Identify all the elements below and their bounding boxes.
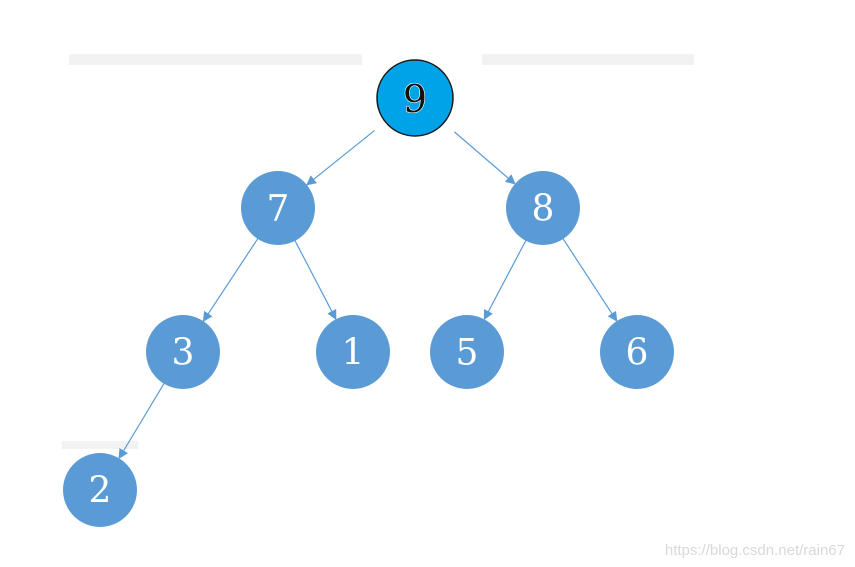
- edge-9-to-7: [306, 130, 375, 186]
- node-label: 8: [532, 189, 555, 230]
- tree-node-9: 9: [376, 59, 454, 137]
- tree-node-2: 2: [63, 453, 137, 527]
- tree-edges: [118, 130, 618, 460]
- edge-9-to-8: [454, 131, 516, 185]
- background-band-right: [482, 54, 694, 65]
- node-circle: [600, 315, 674, 389]
- node-label: 5: [456, 333, 479, 374]
- node-circle: [63, 453, 137, 527]
- node-label: 9: [403, 77, 427, 121]
- node-circle: [241, 171, 315, 245]
- node-circle: [376, 59, 454, 137]
- node-circle: [146, 315, 220, 389]
- node-circle: [316, 315, 390, 389]
- node-label: 3: [172, 333, 195, 374]
- node-label: 2: [89, 471, 112, 512]
- node-label: 6: [626, 333, 649, 374]
- background-band-left: [69, 54, 362, 65]
- node-circle: [506, 171, 580, 245]
- edge-7-to-1: [293, 238, 337, 321]
- tree-node-6: 6: [600, 315, 674, 389]
- tree-nodes: 9 7 8 3 1 5 6 2: [63, 59, 674, 527]
- tree-node-5: 5: [430, 315, 504, 389]
- tree-node-1: 1: [316, 315, 390, 389]
- watermark-text: https://blog.csdn.net/rain67: [664, 542, 845, 559]
- background-band-small: [62, 441, 138, 449]
- edge-7-to-3: [202, 236, 260, 322]
- edge-3-to-2: [118, 381, 166, 460]
- node-label: 7: [267, 189, 290, 230]
- tree-node-7: 7: [241, 171, 315, 245]
- edge-8-to-5: [483, 238, 528, 321]
- node-label: 1: [342, 333, 365, 374]
- edge-8-to-6: [561, 236, 618, 322]
- node-circle: [430, 315, 504, 389]
- tree-node-8: 8: [506, 171, 580, 245]
- tree-node-3: 3: [146, 315, 220, 389]
